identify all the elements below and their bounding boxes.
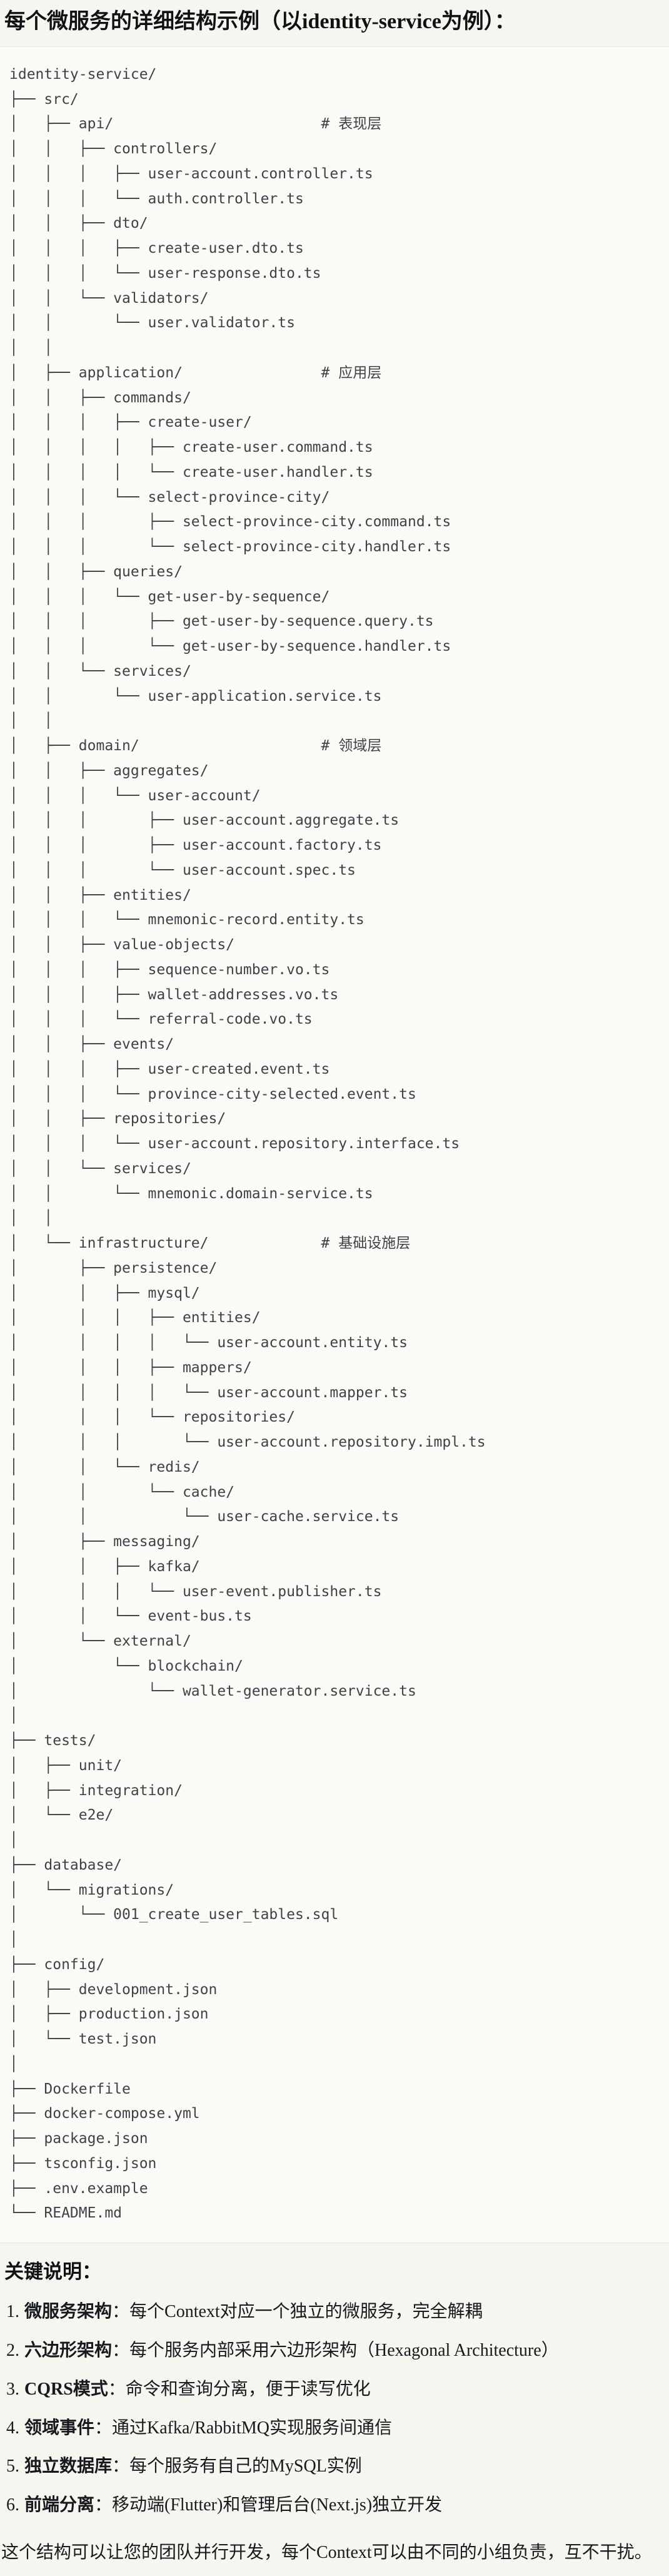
closing-note: 这个结构可以让您的团队并行开发，每个Context可以由不同的小组负责，互不干扰…: [1, 2542, 652, 2562]
note-number: 2.: [6, 2341, 19, 2361]
notes-list: 1.微服务架构：每个Context对应一个独立的微服务，完全解耦 2.六边形架构…: [0, 2299, 669, 2518]
note-number: 1.: [6, 2302, 19, 2322]
note-item: 1.微服务架构：每个Context对应一个独立的微服务，完全解耦: [6, 2299, 664, 2324]
note-label: CQRS模式: [24, 2379, 108, 2399]
note-label: 领域事件: [24, 2418, 95, 2438]
note-item: 5.独立数据库：每个服务有自己的MySQL实例: [6, 2454, 664, 2479]
directory-tree: identity-service/ ├── src/ │ ├── api/ # …: [0, 46, 669, 2244]
note-text: ：每个服务有自己的MySQL实例: [112, 2456, 362, 2477]
note-number: 4.: [6, 2418, 19, 2438]
note-label: 前端分离: [24, 2495, 95, 2515]
note-label: 六边形架构: [24, 2341, 113, 2361]
note-text: ：每个服务内部采用六边形架构（Hexagonal Architecture）: [112, 2341, 559, 2361]
note-item: 2.六边形架构：每个服务内部采用六边形架构（Hexagonal Architec…: [6, 2338, 664, 2363]
note-text: ：命令和查询分离，便于读写优化: [108, 2379, 371, 2399]
note-text: ：通过Kafka/RabbitMQ实现服务间通信: [94, 2418, 392, 2438]
note-item: 3.CQRS模式：命令和查询分离，便于读写优化: [6, 2377, 664, 2402]
notes-heading: 关键说明：: [4, 2261, 101, 2283]
note-item: 6.前端分离：移动端(Flutter)和管理后台(Next.js)独立开发: [6, 2493, 664, 2518]
note-label: 独立数据库: [24, 2456, 113, 2477]
note-number: 5.: [6, 2456, 19, 2477]
note-label: 微服务架构: [24, 2302, 113, 2322]
note-text: ：移动端(Flutter)和管理后台(Next.js)独立开发: [94, 2495, 443, 2515]
page-title: 每个微服务的详细结构示例（以identity-service为例）：: [4, 10, 516, 33]
note-number: 3.: [6, 2379, 19, 2399]
note-text: ：每个Context对应一个独立的微服务，完全解耦: [112, 2302, 483, 2322]
note-item: 4.领域事件：通过Kafka/RabbitMQ实现服务间通信: [6, 2416, 664, 2441]
note-number: 6.: [6, 2495, 19, 2515]
